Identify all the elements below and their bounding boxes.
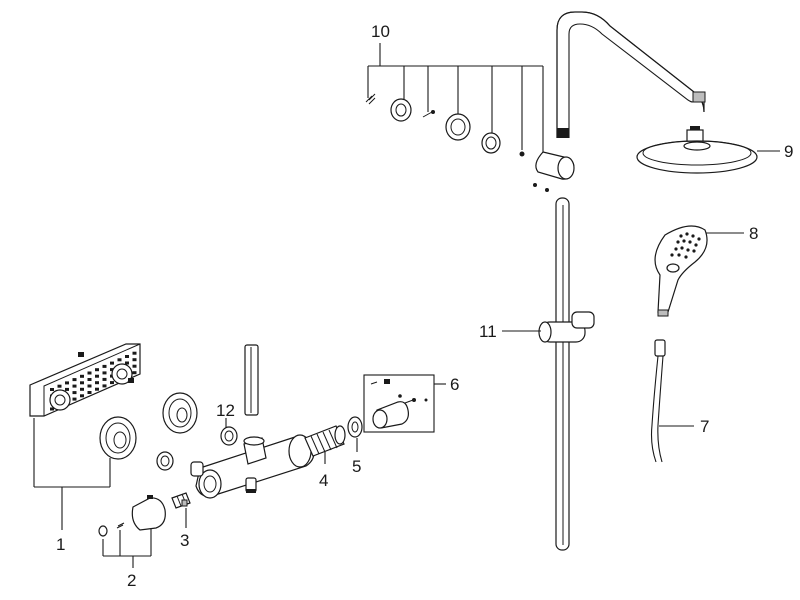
callout-9: 9 — [784, 142, 793, 161]
callout-3: 3 — [180, 531, 189, 550]
plate-perforation — [102, 384, 107, 388]
callout-leader-2 — [102, 529, 152, 568]
plate-perforation — [95, 368, 99, 372]
locking-nut — [347, 416, 363, 438]
callout-7: 7 — [700, 417, 709, 436]
head-shower — [636, 126, 758, 174]
plate-perforation — [132, 371, 137, 375]
callout-8: 8 — [749, 224, 758, 243]
plate-perforation — [80, 387, 84, 391]
plate-perforation — [87, 371, 92, 375]
overhead-arm — [556, 11, 706, 138]
plate-perforation — [125, 355, 129, 358]
plate-perforation — [50, 388, 54, 391]
cover-rosette-2 — [162, 392, 198, 434]
callout-leader-1 — [33, 418, 111, 530]
slide-holder — [538, 311, 595, 343]
handle-kit — [363, 374, 435, 433]
plate-perforation — [80, 374, 84, 378]
plate-perforation — [87, 384, 92, 388]
plate-perforation — [117, 358, 122, 362]
callout-6: 6 — [450, 375, 459, 394]
plate-perforation — [57, 384, 62, 388]
plate-perforation — [72, 397, 77, 401]
thermostatic-mixer-body — [190, 434, 315, 499]
temperature-handle — [98, 495, 166, 537]
plate-perforation — [87, 391, 92, 394]
callout-5: 5 — [352, 457, 361, 476]
plate-perforation — [132, 351, 137, 355]
plate-perforation — [50, 407, 54, 411]
callout-2: 2 — [127, 571, 136, 590]
callout-4: 4 — [319, 471, 328, 490]
plate-perforation — [132, 364, 137, 368]
callout-12: 12 — [216, 401, 235, 420]
plate-perforation — [102, 364, 107, 368]
plate-perforation — [95, 387, 99, 391]
shower-rail — [555, 197, 570, 551]
plate-perforation — [102, 371, 107, 375]
cover-rosette-1 — [99, 416, 137, 460]
plate-perforation — [102, 377, 107, 381]
plate-perforation — [132, 358, 137, 362]
spline-adapter — [171, 492, 191, 509]
plate-perforation — [80, 394, 84, 398]
callout-11: 11 — [479, 322, 497, 341]
plate-perforation — [72, 384, 77, 388]
thermostatic-cartridge — [304, 425, 346, 457]
pipe-stub — [244, 344, 259, 416]
plate-perforation — [65, 387, 69, 391]
plate-perforation — [125, 361, 129, 365]
plate-perforation — [110, 368, 114, 372]
plate-perforation — [110, 361, 114, 365]
filter-washers — [156, 426, 238, 471]
callout-10: 10 — [371, 22, 390, 41]
callout-1: 1 — [56, 535, 65, 554]
shower-hose — [650, 339, 666, 463]
wall-fixing-set — [365, 93, 575, 192]
concealed-body — [29, 343, 141, 417]
callout-leader-10 — [367, 43, 544, 152]
hand-shower — [654, 225, 708, 317]
plate-perforation — [87, 378, 92, 381]
plate-perforation — [95, 374, 99, 378]
plate-perforation — [65, 381, 69, 385]
plate-perforation — [72, 391, 77, 395]
plate-perforation — [72, 378, 77, 382]
plate-perforation — [95, 381, 99, 385]
plate-perforation — [80, 381, 84, 385]
plate-perforation — [110, 381, 114, 385]
